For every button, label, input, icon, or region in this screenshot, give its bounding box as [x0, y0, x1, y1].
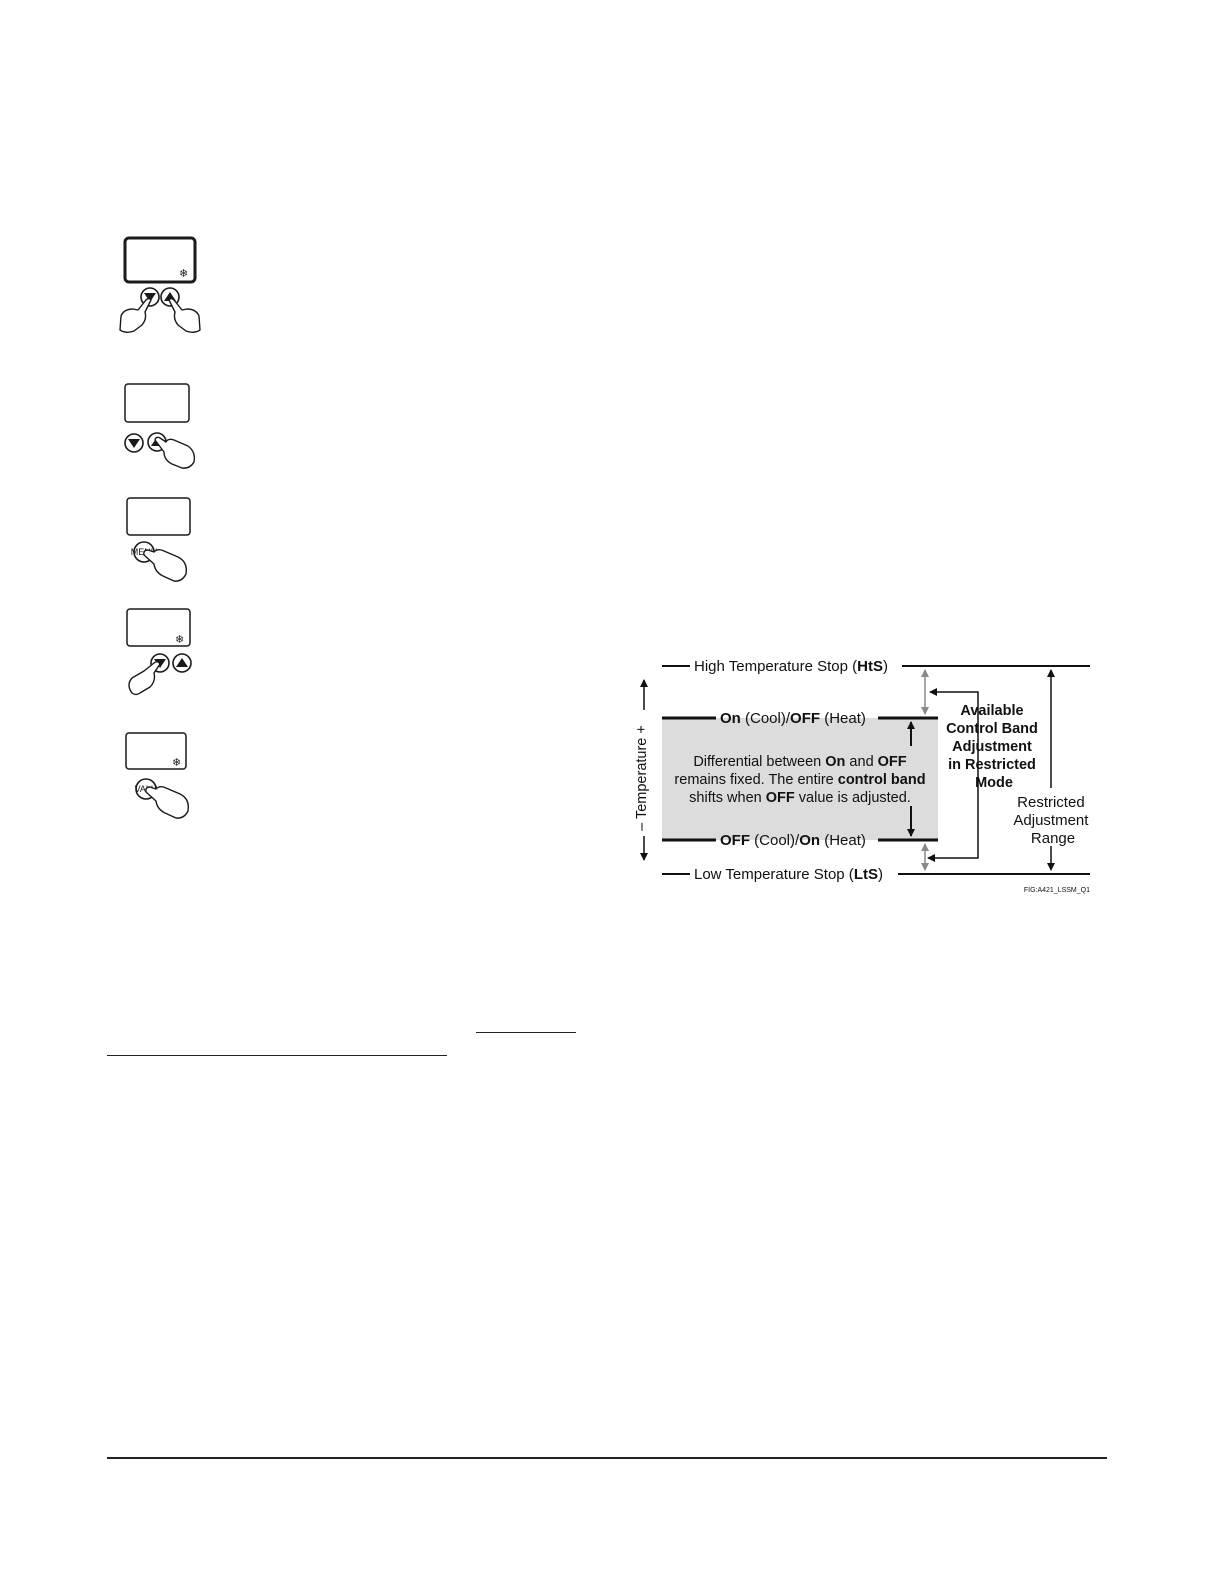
lcd-display: [126, 497, 191, 536]
lcd-display: [126, 608, 191, 647]
hand-pressing-value-button-icon: [145, 786, 190, 819]
high-temperature-stop-label: High Temperature Stop (HtS): [694, 658, 888, 675]
lcd-display: [124, 383, 190, 423]
available-adjustment-bracket: [927, 695, 979, 862]
band-description-line-1: Differential between On and OFF: [693, 754, 906, 770]
step-5-illustration: ❄ VALU: [125, 732, 190, 819]
step-2-illustration: [124, 383, 196, 469]
snowflake-icon: ❄: [172, 756, 181, 769]
step-4-illustration: ❄: [126, 608, 192, 696]
on-cool-off-heat-label: On (Cool)/OFF (Heat): [720, 710, 866, 727]
hand-pressing-down-button-icon: [128, 661, 161, 696]
control-band-diagram: High Temperature Stop (HtS) On (Cool)/OF…: [634, 658, 1092, 894]
low-temperature-stop-label: Low Temperature Stop (LtS): [694, 866, 883, 883]
lcd-display: [125, 732, 187, 770]
step-3-illustration: MENU: [126, 497, 191, 582]
lcd-display: [123, 236, 197, 284]
hand-pressing-up-button-icon: [154, 436, 196, 469]
underline-long: [107, 1055, 447, 1056]
hand-pressing-down-and-up-buttons-icon: [119, 297, 152, 333]
down-button[interactable]: [124, 433, 144, 453]
up-button[interactable]: [172, 653, 192, 673]
band-description-line-2: remains fixed. The entire control band: [674, 772, 925, 788]
control-band-area: [662, 718, 938, 840]
footer-rule: [107, 1457, 1107, 1459]
off-cool-on-heat-label: OFF (Cool)/On (Heat): [720, 832, 866, 849]
snowflake-icon: ❄: [179, 267, 188, 280]
restricted-range-label: Restricted Adjustment Range: [1013, 794, 1092, 847]
underline-short: [476, 1032, 576, 1033]
hand-pressing-menu-button-icon: [143, 549, 188, 582]
snowflake-icon: ❄: [175, 633, 184, 646]
available-adjustment-label: Available Control Band Adjustment in Res…: [946, 703, 1042, 791]
figure-id: FIG:A421_LSSM_Q1: [1024, 887, 1090, 894]
step-1-illustration: ❄: [119, 236, 201, 333]
temperature-axis-label: – Temperature +: [634, 725, 650, 831]
band-description-line-3: shifts when OFF value is adjusted.: [689, 790, 911, 806]
